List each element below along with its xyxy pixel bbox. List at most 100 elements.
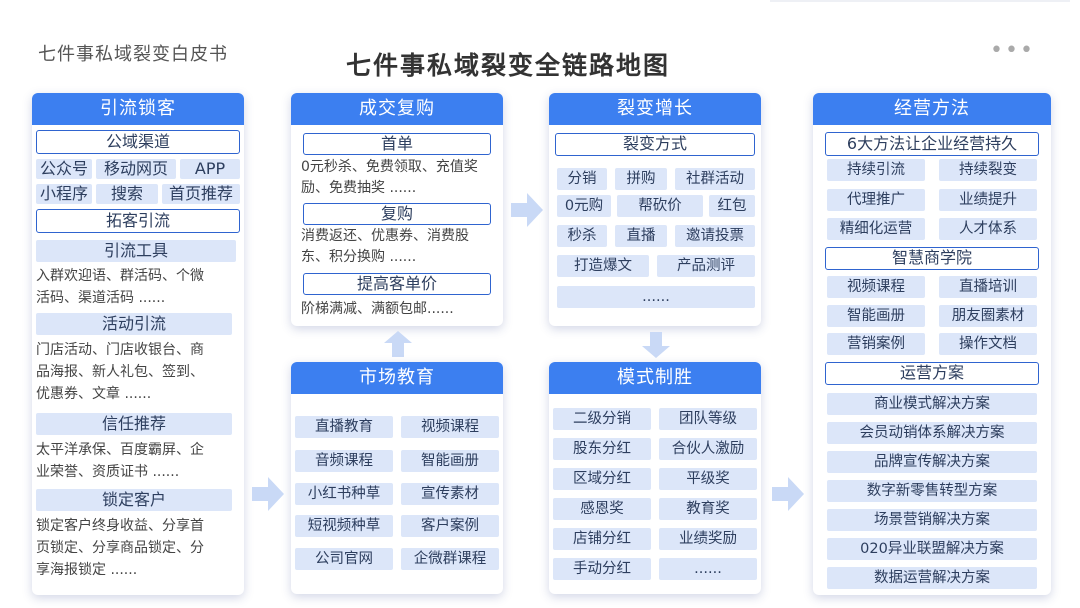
doc-title: 七件事私域裂变白皮书 [38,44,228,65]
model-item: 教育奖 [659,498,757,520]
fission-item: 打造爆文 [557,255,649,277]
expand-customers-heading: 拓客引流 [36,209,240,233]
panel-traffic-lock: 引流锁客 公域渠道 公众号 移动网页 APP 小程序 搜索 首页推荐 拓客引流 … [32,93,244,595]
fission-item: 直播 [615,225,667,247]
model-item: 业绩奖励 [659,528,757,550]
academy-heading: 智慧商学院 [825,247,1039,270]
lock-text: 锁定客户终身收益、分享首 页锁定、分享商品锁定、分 享海报锁定 ...... [36,518,204,578]
panel-model-win: 模式制胜 二级分销 团队等级 股东分红 合伙人激励 区域分红 平级奖 感恩奖 教… [549,362,761,594]
panel-fission-growth: 裂变增长 裂变方式 分销 拼购 社群活动 0元购 帮砍价 红包 秒杀 直播 邀请… [549,93,761,326]
channel-item: 公众号 [36,159,92,179]
panel-title: 经营方法 [813,93,1051,125]
channel-item: 移动网页 [96,159,176,179]
education-item: 直播教育 [295,416,393,438]
model-item: 店铺分红 [553,528,651,550]
panel-title: 裂变增长 [549,93,761,125]
education-item: 小红书种草 [295,483,393,505]
academy-item: 朋友圈素材 [939,305,1037,327]
academy-item: 智能画册 [827,305,925,327]
repurchase-heading: 复购 [303,203,491,225]
method-item: 精细化运营 [827,218,925,240]
education-item: 短视频种草 [295,515,393,537]
model-item: 二级分销 [553,408,651,430]
model-item: 股东分红 [553,438,651,460]
arrow-right-icon [252,477,284,511]
traffic-tool-text: 入群欢迎语、群活码、个微 活码、渠道活码 ...... [36,268,204,306]
first-order-text: 0元秒杀、免费领取、充值奖 励、免费抽奖 ...... [301,159,478,196]
education-item: 智能画册 [401,450,499,472]
arrow-right-icon [511,193,543,227]
channel-item: 搜索 [96,184,158,204]
arrow-down-icon [642,332,670,358]
model-item: 区域分红 [553,468,651,490]
model-item: ...... [659,558,757,580]
fission-item: 分销 [557,168,607,190]
education-item: 公司官网 [295,548,393,570]
page-title: 七件事私域裂变全链路地图 [345,51,670,80]
model-item: 合伙人激励 [659,438,757,460]
education-item: 企微群课程 [401,548,499,570]
academy-item: 营销案例 [827,333,925,355]
panel-market-education: 市场教育 直播教育 视频课程 音频课程 智能画册 小红书种草 宣传素材 短视频种… [291,362,503,594]
fission-more: ...... [557,286,755,308]
academy-item: 直播培训 [939,276,1037,298]
education-item: 宣传素材 [401,483,499,505]
activity-heading: 活动引流 [36,313,232,335]
model-item: 团队等级 [659,408,757,430]
education-item: 客户案例 [401,515,499,537]
top-divider [770,0,1070,2]
activity-text: 门店活动、门店收银台、商 品海报、新人礼包、签到、 优惠券、文章 ...... [36,342,204,402]
education-item: 视频课程 [401,416,499,438]
education-item: 音频课程 [295,450,393,472]
panel-deal-repurchase: 成交复购 首单 0元秒杀、免费领取、充值奖 励、免费抽奖 ...... 复购 消… [291,93,503,326]
fission-item: 产品测评 [657,255,755,277]
panel-title: 市场教育 [291,362,503,394]
method-item: 持续裂变 [939,159,1037,181]
first-order-heading: 首单 [303,133,491,155]
raise-price-text: 阶梯满减、满额包邮...... [301,301,454,317]
fission-item: 邀请投票 [675,225,755,247]
fission-item: 红包 [709,195,755,217]
fission-item: 秒杀 [557,225,607,247]
panel-title: 引流锁客 [32,93,244,125]
fission-method-heading: 裂变方式 [555,133,755,156]
academy-item: 视频课程 [827,276,925,298]
six-methods-heading: 6大方法让企业经营持久 [825,132,1039,156]
fission-item: 帮砍价 [617,195,703,217]
academy-item: 操作文档 [939,333,1037,355]
fission-item: 社群活动 [675,168,755,190]
channel-item: 首页推荐 [162,184,240,204]
method-item: 人才体系 [939,218,1037,240]
model-item: 平级奖 [659,468,757,490]
panel-title: 成交复购 [291,93,503,125]
method-item: 业绩提升 [939,189,1037,211]
repurchase-text: 消费返还、优惠券、消费股 东、积分换购 ...... [301,228,469,265]
ops-item: 数字新零售转型方案 [827,480,1037,502]
model-item: 感恩奖 [553,498,651,520]
lock-heading: 锁定客户 [36,489,232,511]
ops-plan-heading: 运营方案 [825,362,1039,385]
fission-item: 拼购 [615,168,667,190]
panel-title: 模式制胜 [549,362,761,394]
method-item: 持续引流 [827,159,925,181]
ops-item: 数据运营解决方案 [827,567,1037,589]
panel-business-methods: 经营方法 6大方法让企业经营持久 持续引流 持续裂变 代理推广 业绩提升 精细化… [813,93,1051,595]
trust-heading: 信任推荐 [36,413,232,435]
channel-item: APP [180,159,240,179]
ops-item: 商业模式解决方案 [827,393,1037,415]
channel-item: 小程序 [36,184,92,204]
raise-price-heading: 提高客单价 [303,273,491,295]
more-options-icon[interactable]: ••• [990,38,1035,63]
ops-item: 020异业联盟解决方案 [827,538,1037,560]
fission-item: 0元购 [557,195,611,217]
model-item: 手动分红 [553,558,651,580]
trust-text: 太平洋承保、百度霸屏、企 业荣誉、资质证书 ...... [36,442,204,480]
method-item: 代理推广 [827,189,925,211]
ops-item: 会员动销体系解决方案 [827,422,1037,444]
ops-item: 品牌宣传解决方案 [827,451,1037,473]
arrow-up-icon [384,331,412,357]
ops-item: 场景营销解决方案 [827,509,1037,531]
public-channel-heading: 公域渠道 [36,130,240,154]
traffic-tool-heading: 引流工具 [36,240,236,262]
arrow-right-icon [772,477,804,511]
